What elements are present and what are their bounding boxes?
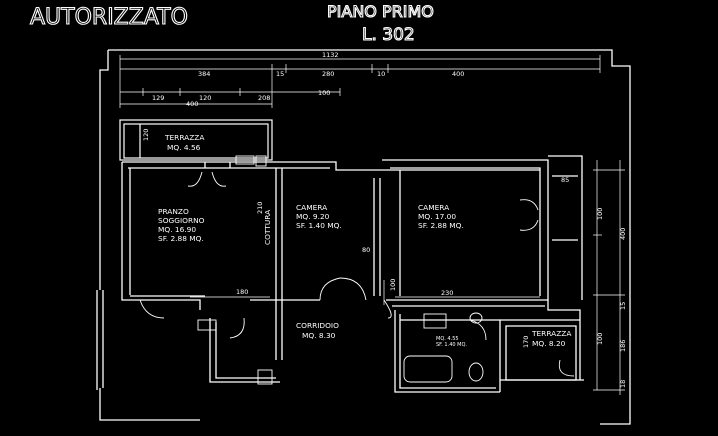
stove-icon	[255, 155, 267, 167]
dim-85: 85	[561, 176, 569, 184]
camera-1-area: MQ. 9.20	[296, 212, 330, 221]
dimension-lines	[119, 55, 625, 395]
dim-100a: 100	[318, 89, 330, 97]
dim-230: 230	[441, 289, 453, 297]
dim-15a: 15	[276, 70, 284, 78]
camera-2-name: CAMERA	[418, 203, 449, 212]
dim-180: 180	[236, 288, 248, 296]
dim-210v: 210	[256, 202, 264, 214]
room-labels: TERRAZZA MQ. 4.56 PRANZO SOGGIORNO MQ. 1…	[158, 133, 571, 348]
dim-208: 208	[258, 94, 270, 102]
camera-1-name: CAMERA	[296, 203, 327, 212]
dim-100s: 100	[596, 333, 604, 345]
property-boundary	[96, 49, 631, 425]
terrace-1-area: MQ. 4.56	[167, 143, 201, 152]
dim-15r: 15	[619, 302, 627, 310]
floor-title: PIANO PRIMO	[327, 2, 434, 21]
dim-10: 10	[377, 70, 385, 78]
terrace-2-name: TERRAZZA	[531, 329, 571, 338]
kitchen-counter-icon	[235, 155, 255, 165]
exterior-walls	[121, 155, 584, 393]
terrace-1-outline	[119, 119, 273, 161]
sink-icon	[423, 313, 447, 329]
toilet-icon	[468, 362, 484, 382]
corridoio-name: CORRIDOIO	[296, 321, 339, 330]
door-swings	[139, 171, 575, 377]
dim-186: 186	[619, 340, 627, 352]
dim-18: 18	[619, 380, 627, 388]
pranzo-name: PRANZO	[158, 207, 189, 216]
terrace-1-name: TERRAZZA	[164, 133, 204, 142]
dim-384: 384	[198, 70, 210, 78]
dim-400r: 400	[619, 228, 627, 240]
terrace-2-area: MQ. 8.20	[532, 339, 566, 348]
dim-170: 170	[522, 336, 530, 348]
dim-100b: 100	[389, 279, 397, 291]
pranzo-sf: SF. 2.88 MQ.	[158, 234, 204, 243]
bagno-area: MQ. 4.55	[436, 336, 459, 342]
unit-number: L. 302	[362, 25, 415, 45]
dim-120v: 120	[142, 129, 150, 141]
camera-1-sf: SF. 1.40 MQ.	[296, 221, 342, 230]
bathtub-icon	[403, 355, 453, 383]
bathroom-fixtures	[197, 155, 484, 385]
dim-120: 120	[199, 94, 211, 102]
dim-400b: 400	[186, 100, 198, 108]
dim-129: 129	[152, 94, 164, 102]
stamp-title: AUTORIZZATO	[30, 5, 188, 30]
bagno-sf: SF. 1.40 MQ.	[436, 342, 467, 348]
soggiorno-name: SOGGIORNO	[158, 216, 205, 225]
dimension-labels: 1132 384 15 280 10 400 129 120 208 100 4…	[142, 51, 627, 388]
dim-400a: 400	[452, 70, 464, 78]
stair-icon	[197, 319, 217, 331]
dim-total: 1132	[322, 51, 339, 59]
camera-2-sf: SF. 2.88 MQ.	[418, 221, 464, 230]
camera-2-area: MQ. 17.00	[418, 212, 456, 221]
cottura-label: COTTURA	[263, 210, 272, 245]
dim-280: 280	[322, 70, 334, 78]
dim-80: 80	[362, 246, 370, 254]
utility-box-icon	[257, 369, 273, 385]
dim-100r: 100	[596, 208, 604, 220]
pranzo-area: MQ. 16.90	[158, 225, 196, 234]
corridoio-area: MQ. 8.30	[302, 331, 336, 340]
bidet-icon	[469, 312, 483, 324]
